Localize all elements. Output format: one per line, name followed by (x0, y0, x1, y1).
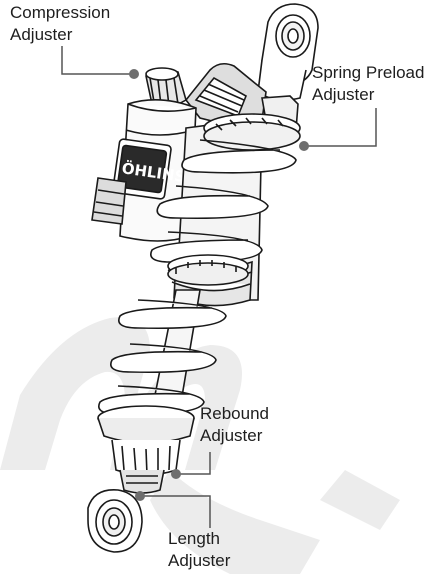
spring-preload-collar (203, 113, 301, 151)
spring-coils (150, 139, 297, 264)
leader-dots (129, 69, 309, 501)
length-label-line2: Adjuster (168, 551, 231, 570)
bottom-eyelet (87, 489, 143, 553)
compression-dot (129, 69, 139, 79)
length-label-line1: Length (168, 529, 220, 548)
length-adjuster-label: Length Adjuster (168, 528, 230, 572)
length-dot (135, 491, 145, 501)
spring-preload-label-line1: Spring Preload (312, 63, 425, 82)
reservoir-body: ÖHLINS (91, 99, 197, 242)
leader-lines (61, 46, 377, 528)
rebound-dot (171, 469, 181, 479)
shock-head (184, 62, 299, 133)
compression-label-line1: Compression (10, 3, 111, 22)
rebound-adjuster (97, 405, 195, 476)
rebound-leader (176, 452, 211, 475)
spring-preload-dot (299, 141, 309, 151)
length-adjuster (119, 469, 165, 494)
top-eyelet (257, 3, 319, 101)
compression-adjuster-label: Compression Adjuster (10, 2, 110, 46)
rebound-label-line1: Rebound (200, 404, 270, 423)
spring-preload-label-line2: Adjuster (312, 85, 375, 104)
spring-seat (167, 254, 249, 286)
rebound-adjuster-label: Rebound Adjuster (200, 403, 269, 447)
length-leader (140, 495, 211, 528)
spring-preload-adjuster-label: Spring Preload Adjuster (312, 62, 424, 106)
rebound-label-line2: Adjuster (200, 426, 263, 445)
compression-leader (61, 46, 132, 75)
spring-preload-leader (306, 108, 377, 147)
compression-label-line2: Adjuster (10, 25, 73, 44)
